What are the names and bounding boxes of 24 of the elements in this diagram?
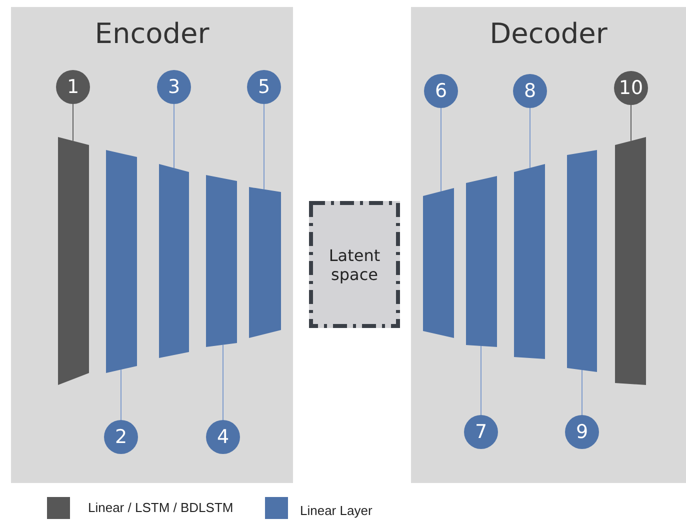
panel-background xyxy=(11,7,293,483)
callout-number: 10 xyxy=(614,71,648,105)
panel-title: Encoder xyxy=(94,17,210,50)
panel-background xyxy=(411,7,686,483)
callout-number: 7 xyxy=(464,415,498,449)
callout-number: 2 xyxy=(104,420,138,454)
callout-number: 4 xyxy=(206,420,240,454)
leader-line xyxy=(222,344,224,420)
latent-space-box xyxy=(309,201,400,328)
box-label: Latent space xyxy=(328,246,382,284)
leader-line xyxy=(630,104,632,142)
callout-number: 3 xyxy=(157,70,191,104)
leader-line xyxy=(120,369,122,420)
leader-line xyxy=(72,104,74,142)
leader-line xyxy=(480,345,482,416)
callout-number: 1 xyxy=(56,70,90,104)
callout-number: 6 xyxy=(424,74,458,108)
leader-line xyxy=(440,108,442,192)
legend-label: Linear Layer xyxy=(300,503,372,518)
panel-title: Decoder xyxy=(488,17,608,50)
legend-label: Linear / LSTM / BDLSTM xyxy=(88,500,234,515)
callout-number: 9 xyxy=(565,415,599,449)
callout-number: 5 xyxy=(247,70,281,104)
callout-number: 8 xyxy=(513,74,547,108)
